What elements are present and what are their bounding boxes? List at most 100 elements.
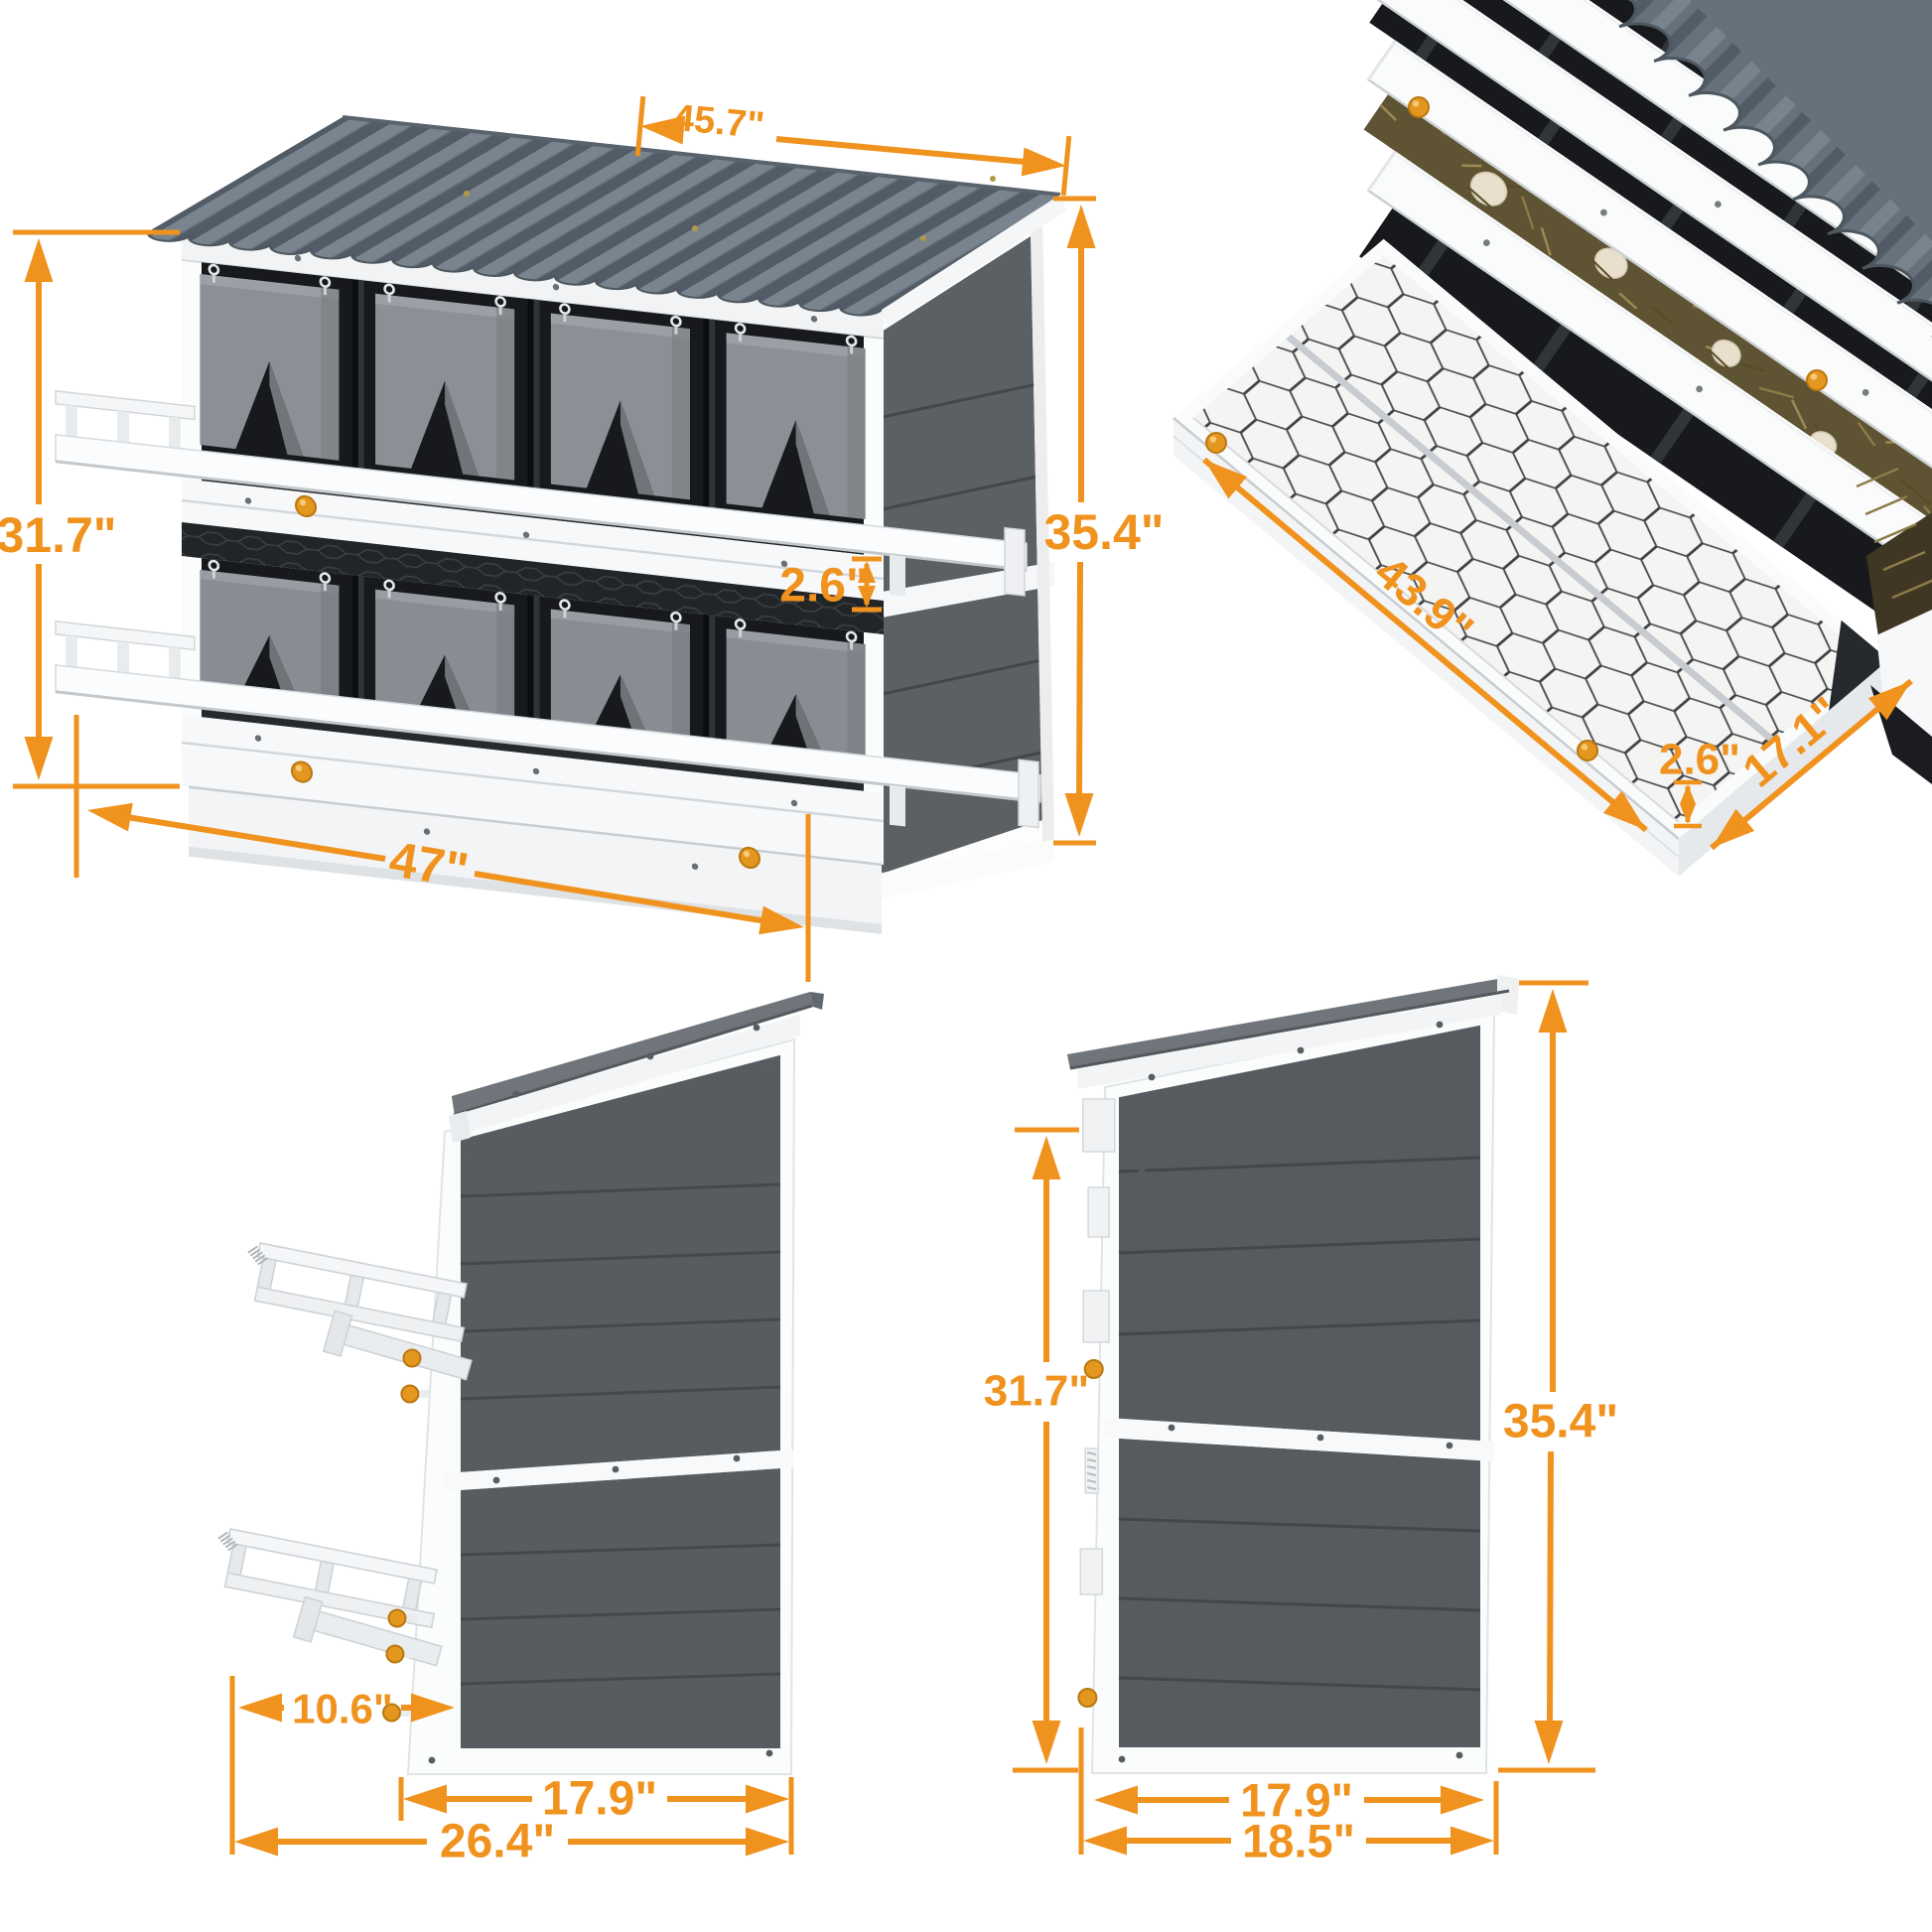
side-left-knob-1	[400, 1384, 420, 1404]
row1-partition-face-2	[533, 299, 540, 519]
straw-strand	[1857, 421, 1876, 447]
side-plank-line-3	[882, 658, 1042, 696]
side-left-knob-stem-2	[401, 1614, 417, 1622]
knob-tier2-highlight	[295, 764, 303, 771]
gap-divider-1-3	[1783, 287, 1807, 315]
unit-slat-hl-0	[1392, 152, 1932, 840]
side-right-tab-hatch-0	[1086, 1451, 1097, 1455]
knob-unit-rail-1	[1408, 96, 1430, 118]
side-right-tab-hatch-2	[1086, 1465, 1097, 1469]
side-right-roof-edge	[1069, 989, 1510, 1070]
front-screw-4	[522, 531, 530, 539]
straw-strand	[1734, 360, 1765, 373]
perch-upper-bracket	[890, 554, 905, 597]
side-left-screw-9	[764, 1062, 772, 1070]
side-left-knob-stem-0	[416, 1354, 432, 1362]
unit-slat-hl-2	[1392, 0, 1932, 706]
unit-slat-edge-2	[1366, 0, 1932, 743]
tray-under-unit-shadow	[1829, 620, 1889, 711]
side-left-plank-u1	[460, 1250, 781, 1266]
unit-slat-2	[1367, 0, 1932, 742]
dim-perch-arrow-left	[238, 1693, 282, 1723]
side-right-tab-hatch-3	[1086, 1472, 1097, 1476]
perch-lower-ladder-rung-2	[169, 646, 181, 679]
side-plank-line-1	[882, 474, 1042, 511]
perch-upper-end-cap	[1004, 526, 1026, 597]
straw-strand	[1790, 399, 1808, 430]
gap-divider-2-2	[1660, 116, 1685, 143]
roof-corner-edge	[1618, 0, 1932, 338]
side-left-plank-l0	[460, 1543, 781, 1557]
dim-roof-width-arrow-left	[640, 115, 686, 145]
gap-divider-1-1	[1538, 118, 1562, 146]
straw-strand	[1521, 196, 1535, 230]
side-right-screw-4	[1316, 1434, 1324, 1442]
perch-upper-ladder-rung-0	[66, 404, 77, 438]
straw-strand	[1922, 504, 1932, 527]
dim-tray-lip-arrow-top	[858, 561, 876, 583]
side-right-screw-5	[1446, 1442, 1453, 1449]
dim-label-h2: 35.4"	[1503, 1396, 1618, 1449]
side-right-screw-3	[1168, 1424, 1175, 1432]
nestbox-unit-closeup	[1359, 0, 1932, 921]
side-right-tab-3	[1084, 1448, 1099, 1494]
dim-label-total-height: 35.4"	[1043, 504, 1164, 560]
unit-slat-hl-1	[1392, 41, 1932, 764]
gap-divider-1-0	[1415, 34, 1439, 62]
straw-gap	[1363, 93, 1932, 833]
side-left-screw-6	[428, 1756, 436, 1764]
straw-strand-right	[1891, 579, 1932, 600]
straw-strand-right	[1882, 550, 1926, 572]
side-left-knob-stem-4	[395, 1709, 412, 1717]
perch-lower-side-rung-2	[314, 1560, 336, 1594]
knob-tray-front	[1577, 740, 1598, 761]
dim-tray-lip2-arrow-bottom	[1680, 804, 1696, 824]
knob-tray-front-highlight	[1581, 744, 1588, 751]
knob-tray-left-highlight	[1209, 436, 1217, 443]
perch-upper-side-bristle-2	[252, 1251, 263, 1260]
dim-tray-depth-line	[1710, 678, 1913, 851]
knob-tray-left	[1205, 432, 1227, 454]
side-right-roof	[1067, 977, 1511, 1069]
dim-label-tray-lip2: 2.6"	[1659, 736, 1740, 784]
dim-total-width-line-a	[126, 814, 386, 862]
perch-lower-side-bristle-4	[227, 1543, 238, 1552]
front-screw-8	[790, 799, 798, 807]
side-left-knob-2	[387, 1608, 407, 1628]
side-right-tab-4	[1079, 1548, 1104, 1595]
side-left-upper-panel	[461, 1054, 780, 1472]
side-base-rail	[878, 839, 1054, 899]
row2-partition-face-3	[709, 615, 716, 775]
closeup-screw-0	[1482, 239, 1490, 247]
side-right-screw-8	[1138, 1168, 1146, 1175]
dim-tray-lip2-arrow-top	[1680, 784, 1696, 804]
unit-slat-0	[1367, 150, 1932, 876]
dim-label-bodydepth4: 17.9"	[1240, 1774, 1353, 1827]
side-plank-line-0	[882, 381, 1042, 419]
perch-lower-bracket	[890, 784, 905, 827]
unit-slat-edge-3	[1366, 0, 1932, 684]
side-left-knob-0	[402, 1348, 422, 1368]
side-right-screw-6	[1118, 1755, 1126, 1763]
side-left-screw-4	[612, 1465, 620, 1473]
dim-tray-length-line	[1202, 457, 1648, 833]
roof-screw-0	[464, 191, 470, 197]
perch-lower-side-bristle-0	[217, 1531, 228, 1540]
side-left-screw-8	[463, 1151, 471, 1159]
dim-total-width-arrow-left	[87, 802, 133, 832]
dim-h1-arrow-top	[1032, 1136, 1061, 1179]
perch-lower-ladder-rung-0	[66, 634, 77, 668]
dim-front-height-arrow-bottom	[24, 737, 54, 780]
dim-front-height-arrow-top	[24, 238, 54, 282]
perch-upper-ladder-rung-2	[169, 416, 181, 449]
straw-strand	[1461, 164, 1482, 168]
slat-gap-0	[1359, 207, 1932, 921]
dim-bodydepth4-arrow-right	[1441, 1785, 1484, 1815]
side-right-plank-u1	[1118, 1237, 1481, 1255]
perch-upper-side-bristle-1	[249, 1248, 261, 1257]
view-front-perspective: 45.7"31.7"35.4"2.6"47"	[0, 95, 1165, 982]
side-right-lower-panel	[1119, 1438, 1480, 1747]
view-tray-closeup: 43.9"2.6"17.1"	[1173, 0, 1932, 921]
slat-gap-3	[1369, 0, 1932, 640]
